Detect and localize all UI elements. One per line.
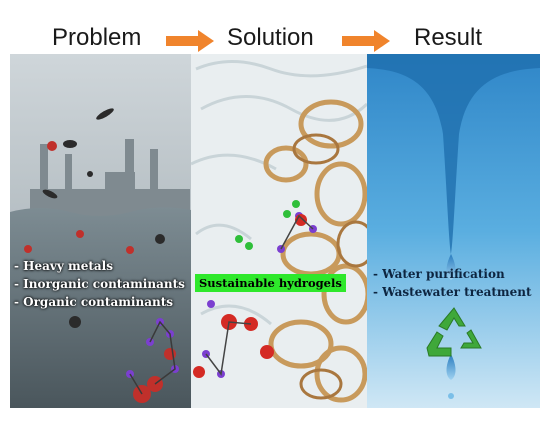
result-heading: Result bbox=[414, 24, 483, 51]
list-item: - Inorganic contaminants bbox=[14, 277, 185, 291]
clean-water-illustration bbox=[367, 54, 540, 408]
list-item: - Wastewater treatment bbox=[373, 285, 532, 299]
list-item: - Organic contaminants bbox=[14, 295, 173, 309]
flow-header: Problem Solution Result bbox=[0, 0, 550, 54]
problem-heading: Problem bbox=[52, 24, 142, 51]
water-drop-icon bbox=[446, 254, 456, 280]
recycle-icon bbox=[426, 307, 482, 357]
problem-panel: - Heavy metals - Inorganic contaminants … bbox=[10, 54, 191, 408]
solution-panel: Sustainable hydrogels bbox=[191, 54, 367, 408]
list-item: - Heavy metals bbox=[14, 259, 113, 273]
hydrogel-network-illustration bbox=[191, 54, 367, 408]
right-arrow-icon bbox=[166, 30, 214, 52]
solution-heading: Solution bbox=[227, 24, 314, 51]
list-item: - Water purification bbox=[373, 267, 505, 281]
hydrogel-label: Sustainable hydrogels bbox=[195, 274, 346, 292]
result-panel: - Water purification - Wastewater treatm… bbox=[367, 54, 540, 408]
right-arrow-icon bbox=[342, 30, 390, 52]
water-drop-icon bbox=[446, 354, 456, 380]
polluted-water-illustration bbox=[10, 54, 191, 408]
outcome-list: - Water purification - Wastewater treatm… bbox=[373, 265, 532, 301]
contaminant-list: - Heavy metals - Inorganic contaminants … bbox=[14, 257, 185, 311]
